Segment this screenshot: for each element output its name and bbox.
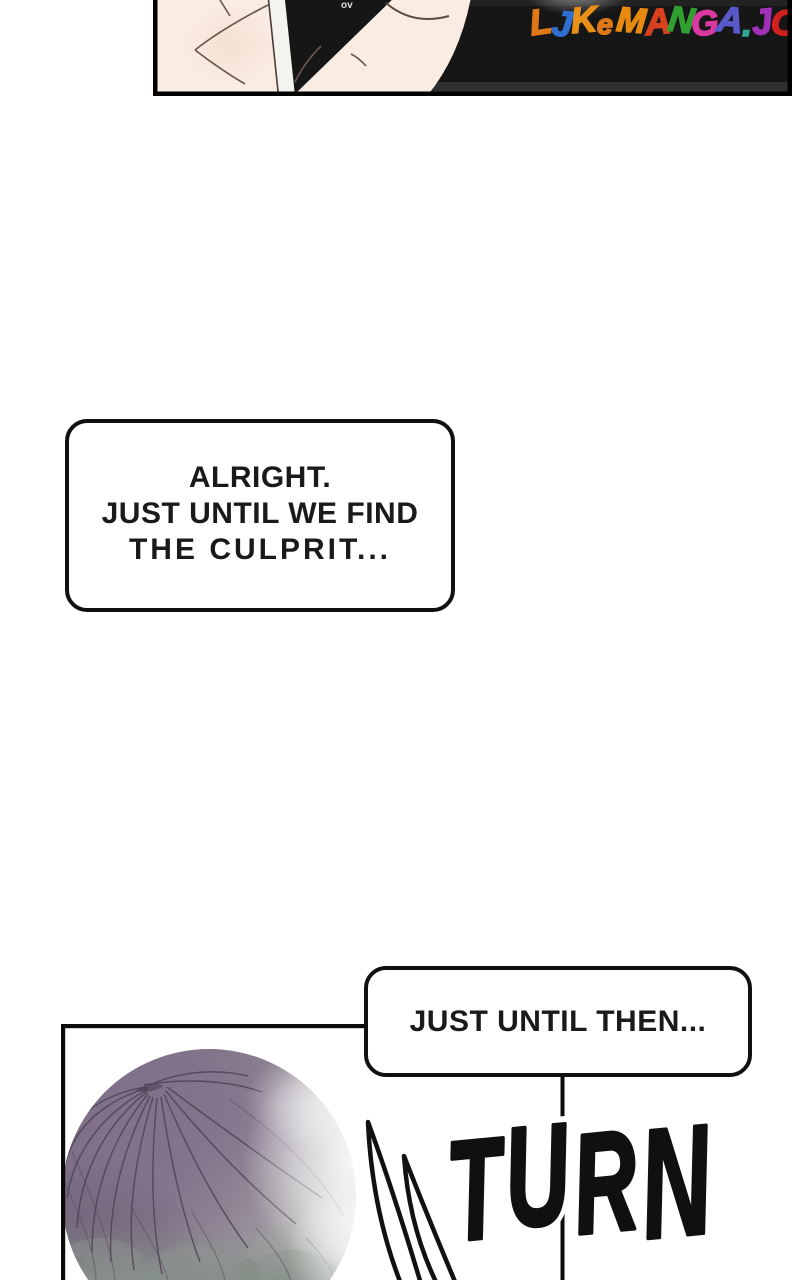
svg-text:e: e — [597, 9, 613, 41]
svg-text:ov: ov — [341, 0, 353, 11]
svg-text:A: A — [642, 0, 673, 43]
svg-text:G: G — [690, 3, 721, 44]
svg-text:M: M — [615, 0, 648, 41]
svg-text:A: A — [714, 0, 745, 41]
svg-text:TURN: TURN — [440, 1081, 722, 1280]
svg-text:TURN: TURN — [440, 1081, 722, 1280]
svg-text:O: O — [769, 1, 792, 44]
svg-text:.: . — [742, 3, 752, 44]
